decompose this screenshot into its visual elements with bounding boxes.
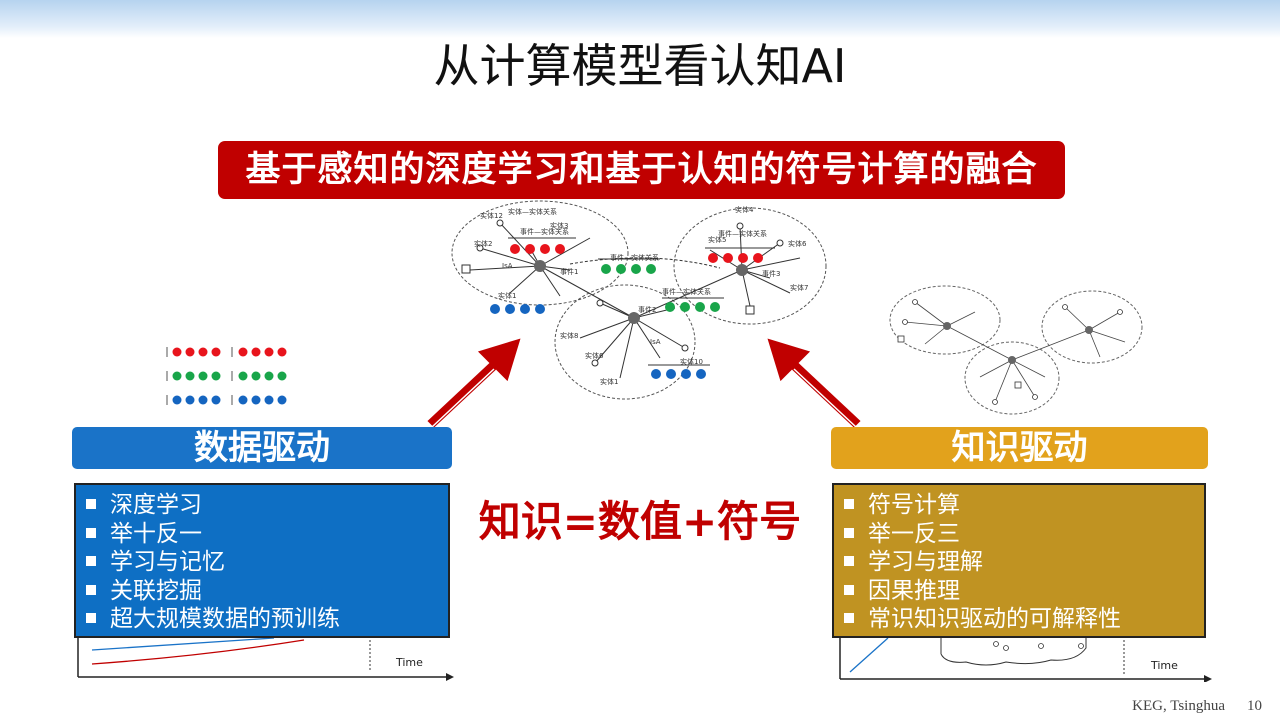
label-event3: 事件3 bbox=[762, 269, 780, 278]
fusion-banner: 基于感知的深度学习和基于认知的符号计算的融合 bbox=[218, 141, 1065, 199]
left-time-label: Time bbox=[395, 656, 423, 669]
list-item: 举十反一 bbox=[84, 520, 448, 549]
neural-dot-grid bbox=[166, 347, 287, 405]
blue-dot-row-2 bbox=[648, 364, 710, 379]
slide-footer: KEG, Tsinghua 10 bbox=[1132, 698, 1262, 715]
slide-title: 从计算模型看认知AI bbox=[433, 39, 847, 93]
knowledge-driven-header: 知识驱动 bbox=[831, 427, 1208, 469]
list-item: 超大规模数据的预训练 bbox=[84, 605, 448, 634]
cluster-circle-2 bbox=[673, 207, 827, 325]
list-item: 常识知识驱动的可解释性 bbox=[842, 605, 1204, 634]
arrow-left-up bbox=[424, 335, 524, 431]
label-entity7: 实体7 bbox=[790, 283, 808, 292]
list-item: 学习与理解 bbox=[842, 548, 1204, 577]
red-dot-row-1 bbox=[508, 237, 576, 254]
list-item: 学习与记忆 bbox=[84, 548, 448, 577]
list-item: 因果推理 bbox=[842, 577, 1204, 606]
label-entity2: 实体2 bbox=[474, 239, 492, 248]
label-entity1b: 实体1 bbox=[600, 377, 618, 386]
label-entity10: 实体10 bbox=[680, 357, 703, 366]
right-axis-chart: Time bbox=[839, 636, 1212, 682]
label-entity12: 实体12 bbox=[480, 211, 503, 220]
blue-dot-row-1 bbox=[490, 304, 545, 314]
label-isa-2: IsA bbox=[650, 338, 661, 346]
small-knowledge-graph bbox=[889, 285, 1143, 415]
label-entity1: 实体1 bbox=[498, 291, 516, 300]
knowledge-graph-diagram: 实体12 实体—实体关系 实体3 实体2 事件—实体关系 IsA 事件1 实体1… bbox=[451, 200, 827, 400]
cluster-circle-3 bbox=[554, 284, 696, 400]
label-entity3: 实体3 bbox=[550, 221, 568, 230]
green-dot-row-2 bbox=[662, 297, 724, 312]
label-entity8: 实体8 bbox=[560, 331, 578, 340]
green-dot-row-1 bbox=[598, 258, 660, 274]
data-driven-header: 数据驱动 bbox=[72, 427, 452, 469]
left-axis-chart: Time bbox=[77, 636, 454, 681]
list-item: 关联挖掘 bbox=[84, 577, 448, 606]
label-entity5: 实体5 bbox=[708, 235, 726, 244]
list-item: 深度学习 bbox=[84, 491, 448, 520]
label-entity6: 实体6 bbox=[788, 239, 807, 248]
label-event1: 事件1 bbox=[560, 267, 578, 276]
arrow-right-up bbox=[764, 335, 864, 431]
cluster-circle-1 bbox=[451, 200, 629, 306]
label-ee-rel-1: 事件—实体关系 bbox=[520, 227, 569, 236]
label-event2: 事件2 bbox=[638, 305, 656, 314]
knowledge-formula: 知识=数值+符号 bbox=[478, 497, 802, 546]
right-time-label: Time bbox=[1150, 659, 1178, 672]
label-ee-rel-3: 事件—实体关系 bbox=[610, 253, 659, 262]
list-item: 举一反三 bbox=[842, 520, 1204, 549]
label-ee-rel-2: 事件—实体关系 bbox=[718, 229, 767, 238]
label-isa-1: IsA bbox=[502, 262, 513, 270]
label-ent-rel-1: 实体—实体关系 bbox=[508, 207, 557, 216]
top-gradient-bar bbox=[0, 0, 1280, 38]
label-entity4: 实体4 bbox=[735, 205, 754, 214]
list-item: 符号计算 bbox=[842, 491, 1204, 520]
label-entity6b: 实体6 bbox=[585, 351, 604, 360]
red-dot-row-2 bbox=[705, 247, 775, 263]
data-driven-list-box: 深度学习 举十反一 学习与记忆 关联挖掘 超大规模数据的预训练 bbox=[74, 483, 450, 638]
page-number: 10 bbox=[1247, 698, 1262, 714]
footer-credit: KEG, Tsinghua bbox=[1132, 698, 1225, 714]
label-ee-rel-4: 事件—实体关系 bbox=[662, 287, 711, 296]
knowledge-driven-list-box: 符号计算 举一反三 学习与理解 因果推理 常识知识驱动的可解释性 bbox=[832, 483, 1206, 638]
